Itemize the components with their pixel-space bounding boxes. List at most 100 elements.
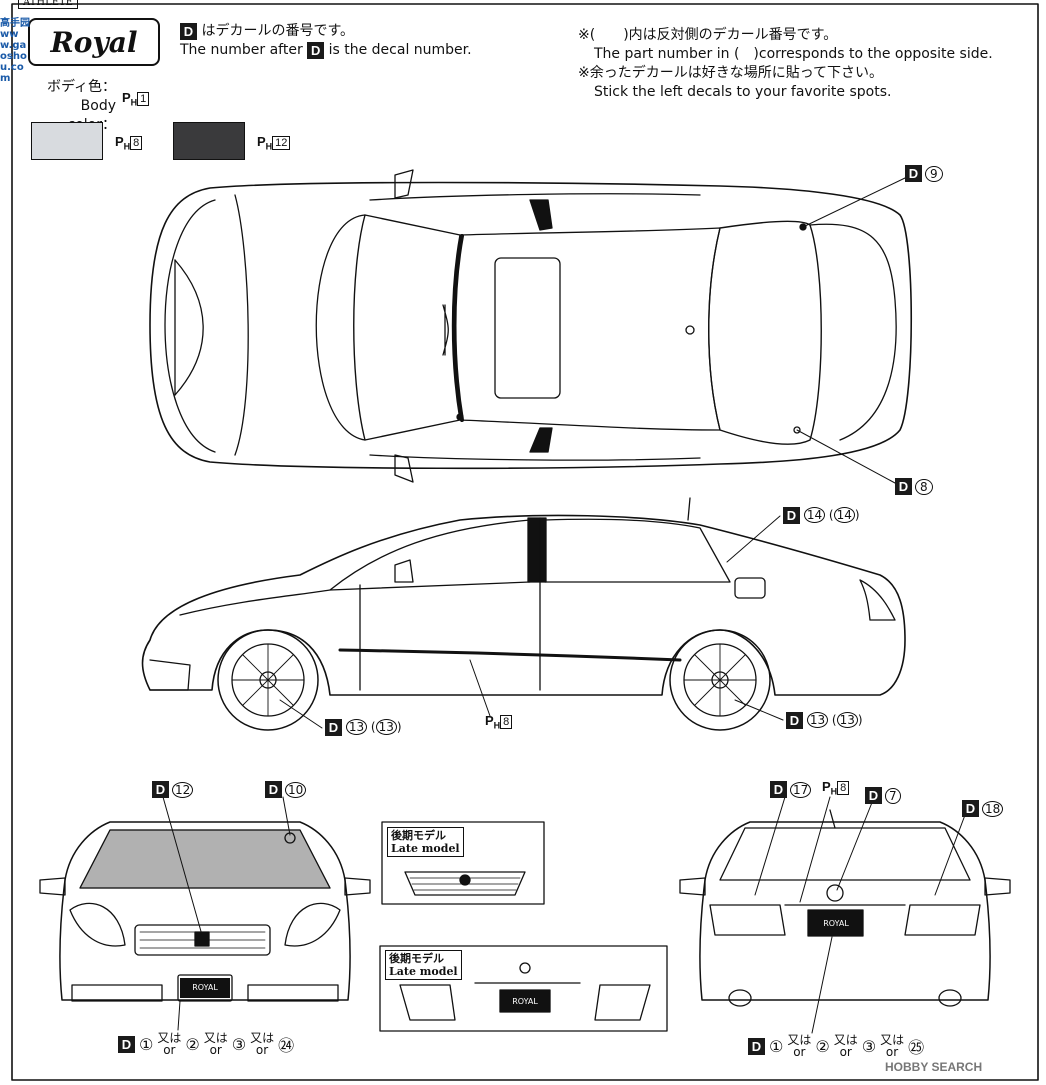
part-number: 8 [837, 780, 850, 795]
hobby-search-watermark: HOBBY SEARCH [885, 1060, 982, 1074]
note2-jp: ※余ったデカールは好きな場所に貼って下さい。 [578, 65, 884, 81]
choice-2: ② [815, 1036, 830, 1056]
late-model-label-grille: 後期モデル Late model [387, 827, 464, 857]
athlete-tag-text: ATHLETE [23, 0, 73, 8]
decal-explain-en-after: is the decal number. [328, 42, 472, 58]
ph-mark: PH [115, 133, 131, 152]
swatch-light [31, 122, 103, 160]
choice-4: ㉔ [278, 1036, 295, 1055]
decal-badge: D [783, 507, 800, 524]
late-model-en: Late model [391, 842, 460, 855]
watermark-text: 高手园 www.gaoshou.com [0, 18, 30, 84]
choice-2: ② [185, 1034, 200, 1054]
callout-side-d13-front: D 13 (13) [325, 719, 402, 736]
callout-number: 8 [915, 478, 933, 495]
callout-number: 18 [982, 801, 1004, 817]
callout-number: 10 [285, 782, 307, 798]
decal-badge: D [152, 781, 169, 798]
decal-badge: D [748, 1037, 765, 1055]
watermark: 高手园 www.gaoshou.com [0, 18, 30, 84]
decal-badge: D [905, 165, 922, 182]
choice-3: ③ [231, 1034, 247, 1054]
decal-explain: D はデカールの番号です。 The number after D is the … [180, 22, 472, 60]
callout-opposite-number: 14 [833, 507, 855, 523]
callout-side-d14: D 14 (14) [783, 507, 860, 524]
choice-3: ③ [861, 1036, 877, 1056]
late-model-grille [404, 871, 526, 896]
choice-1: ① [139, 1034, 154, 1054]
late-rear-plate-text: ROYAL [512, 997, 538, 1006]
decal-badge: D [180, 22, 197, 40]
note1-en: The part number in ( )corresponds to the… [594, 46, 993, 62]
callout-number: 13 [345, 719, 368, 735]
callout-number: 9 [925, 165, 943, 182]
decal-explain-en-before: The number after [180, 42, 303, 58]
ph-mark: PH [122, 89, 138, 108]
front-view-car [39, 821, 371, 1002]
top-view-car [149, 169, 912, 483]
rear-plate: ROYAL [810, 914, 862, 934]
decal-badge: D [865, 787, 882, 804]
ph-mark: PH [822, 778, 838, 797]
callout-number: 12 [172, 782, 194, 798]
decal-badge: D [895, 478, 912, 495]
part-number: 12 [272, 135, 291, 150]
choice-4: ㉕ [908, 1038, 925, 1057]
page-frame [11, 3, 1039, 1081]
header-notes: ※( )内は反対側のデカール番号です。 The part number in (… [578, 26, 993, 102]
athlete-tag: ATHLETE [18, 0, 78, 9]
late-model-rear [399, 962, 651, 1021]
choice-1: ① [769, 1036, 784, 1056]
decal-badge: D [265, 781, 282, 798]
rear-plate-text: ROYAL [823, 919, 849, 928]
front-plate-text: ROYAL [192, 983, 218, 992]
late-rear-plate: ROYAL [500, 992, 550, 1012]
side-view-car [141, 497, 906, 731]
part-number: 8 [500, 714, 513, 729]
part-number: 8 [130, 135, 143, 150]
callout-opposite-number: 13 [375, 719, 397, 735]
callout-number: 7 [885, 788, 901, 804]
decal-badge: D [770, 781, 787, 798]
rear-view-car [679, 809, 1011, 1007]
ph-mark: PH [485, 712, 501, 731]
royal-logo-text: Royal [50, 25, 138, 59]
ph-mark: PH [257, 133, 273, 152]
late-model-label-rear: 後期モデル Late model [385, 950, 462, 980]
body-color-jp: ボディ色： [46, 79, 116, 95]
callout-number: 13 [806, 712, 829, 728]
decal-explain-jp: はデカールの番号です。 [201, 23, 355, 39]
decal-badge: D [786, 712, 803, 729]
callout-number: 14 [803, 507, 826, 523]
note1-jp: ※( )内は反対側のデカール番号です。 [578, 27, 838, 43]
note2-en: Stick the left decals to your favorite s… [594, 84, 892, 100]
callout-side-d13-rear: D 13 (13) [786, 712, 863, 729]
late-model-jp: 後期モデル [389, 952, 444, 965]
decal-badge: D [325, 719, 342, 736]
swatch-dark [173, 122, 245, 160]
part-number: 1 [137, 91, 150, 106]
decal-badge: D [962, 800, 979, 817]
decal-badge: D [118, 1035, 135, 1053]
late-model-jp: 後期モデル [391, 829, 446, 842]
